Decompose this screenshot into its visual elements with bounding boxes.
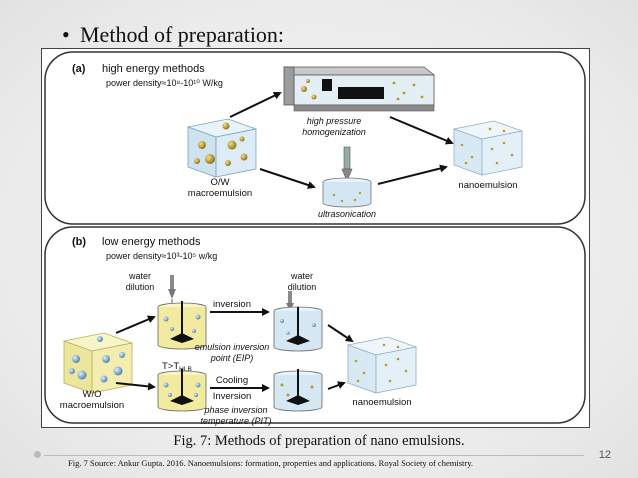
eip-label-line2: point (EIP) [210, 353, 254, 363]
panel-b-title: low energy methods [102, 236, 201, 248]
wo-label-line1: W/O [83, 389, 102, 400]
arrow-ow-to-hph [229, 91, 282, 118]
panel-a-tag: (a) [72, 63, 86, 75]
temp-main: T>T [162, 361, 179, 372]
arrow-eip-to-nano [327, 324, 354, 343]
figure-caption: Fig. 7: Methods of preparation of nano e… [173, 433, 465, 449]
arrow-ow-to-ultra [259, 168, 316, 189]
ow-label-line1: O/W [211, 177, 230, 188]
beaker-eip-before [157, 275, 207, 350]
beaker-pit-after [273, 369, 323, 412]
water1-label-line1: water [128, 271, 151, 281]
ow-label-line2: macroemulsion [188, 188, 252, 199]
bullet-marker: • [62, 22, 70, 47]
water2-label-line2: dilution [288, 282, 317, 292]
temp-subscript: HLB [179, 366, 192, 373]
footer-dot-left [34, 451, 41, 458]
pit-label-line1: phase inversion [203, 405, 267, 415]
arrow-wo-to-pit [115, 382, 156, 391]
figure-frame: (a) high energy methods power density≈10… [41, 48, 590, 428]
cooling-label: Cooling [216, 375, 248, 386]
footer-rule [44, 455, 584, 456]
panel-high-energy: (a) high energy methods power density≈10… [44, 51, 586, 225]
panel-a-border [44, 51, 586, 225]
heading-text: Method of preparation: [80, 22, 285, 47]
homogenizer-device [282, 66, 436, 112]
ow-macroemulsion-cube [186, 118, 258, 178]
arrow-pit-to-nano [327, 381, 346, 390]
panel-a-title: high energy methods [102, 63, 205, 75]
nanoemulsion-b-label: nanoemulsion [352, 397, 411, 408]
hph-label-line2: homogenization [302, 127, 366, 137]
panel-low-energy: (b) low energy methods power density≈10³… [44, 226, 586, 426]
nanoemulsion-cube-b [346, 336, 418, 394]
temperature-condition: T>THLB [162, 361, 192, 373]
panel-b-power: power density≈10³-10⁵ w/kg [106, 251, 217, 261]
inversion-label: inversion [213, 299, 251, 310]
beaker-pit-before [157, 369, 207, 412]
panel-a-power: power density≈10⁸-10¹⁰ W/kg [106, 78, 223, 88]
nanoemulsion-a-label: nanoemulsion [458, 180, 517, 191]
arrow-wo-to-eip [115, 315, 156, 334]
beaker-eip-after [273, 291, 323, 352]
eip-label-line1: emulsion inversion [195, 342, 270, 352]
wo-label-line2: macroemulsion [60, 400, 124, 411]
wo-macroemulsion-cube [62, 332, 134, 394]
figure-source: Fig. 7 Source: Ankur Gupta. 2016. Nanoem… [68, 458, 474, 468]
slide-heading: • Method of preparation: [62, 22, 284, 48]
water2-label-line1: water [290, 271, 313, 281]
nanoemulsion-cube-a [452, 120, 524, 176]
ultrasonication-label: ultrasonication [318, 209, 376, 219]
panel-b-tag: (b) [72, 236, 86, 248]
pit-label-line2: temperature (PIT) [200, 416, 271, 426]
preparation-diagram: (a) high energy methods power density≈10… [44, 51, 586, 426]
ultrasonicator [322, 146, 372, 208]
water1-label-line2: dilution [126, 282, 155, 292]
hph-label-line1: high pressure [307, 116, 362, 126]
inversion2-label: Inversion [213, 391, 252, 402]
arrow-hph-to-nano [389, 116, 454, 145]
arrow-ultra-to-nano [377, 164, 448, 185]
page-number: 12 [598, 449, 611, 461]
